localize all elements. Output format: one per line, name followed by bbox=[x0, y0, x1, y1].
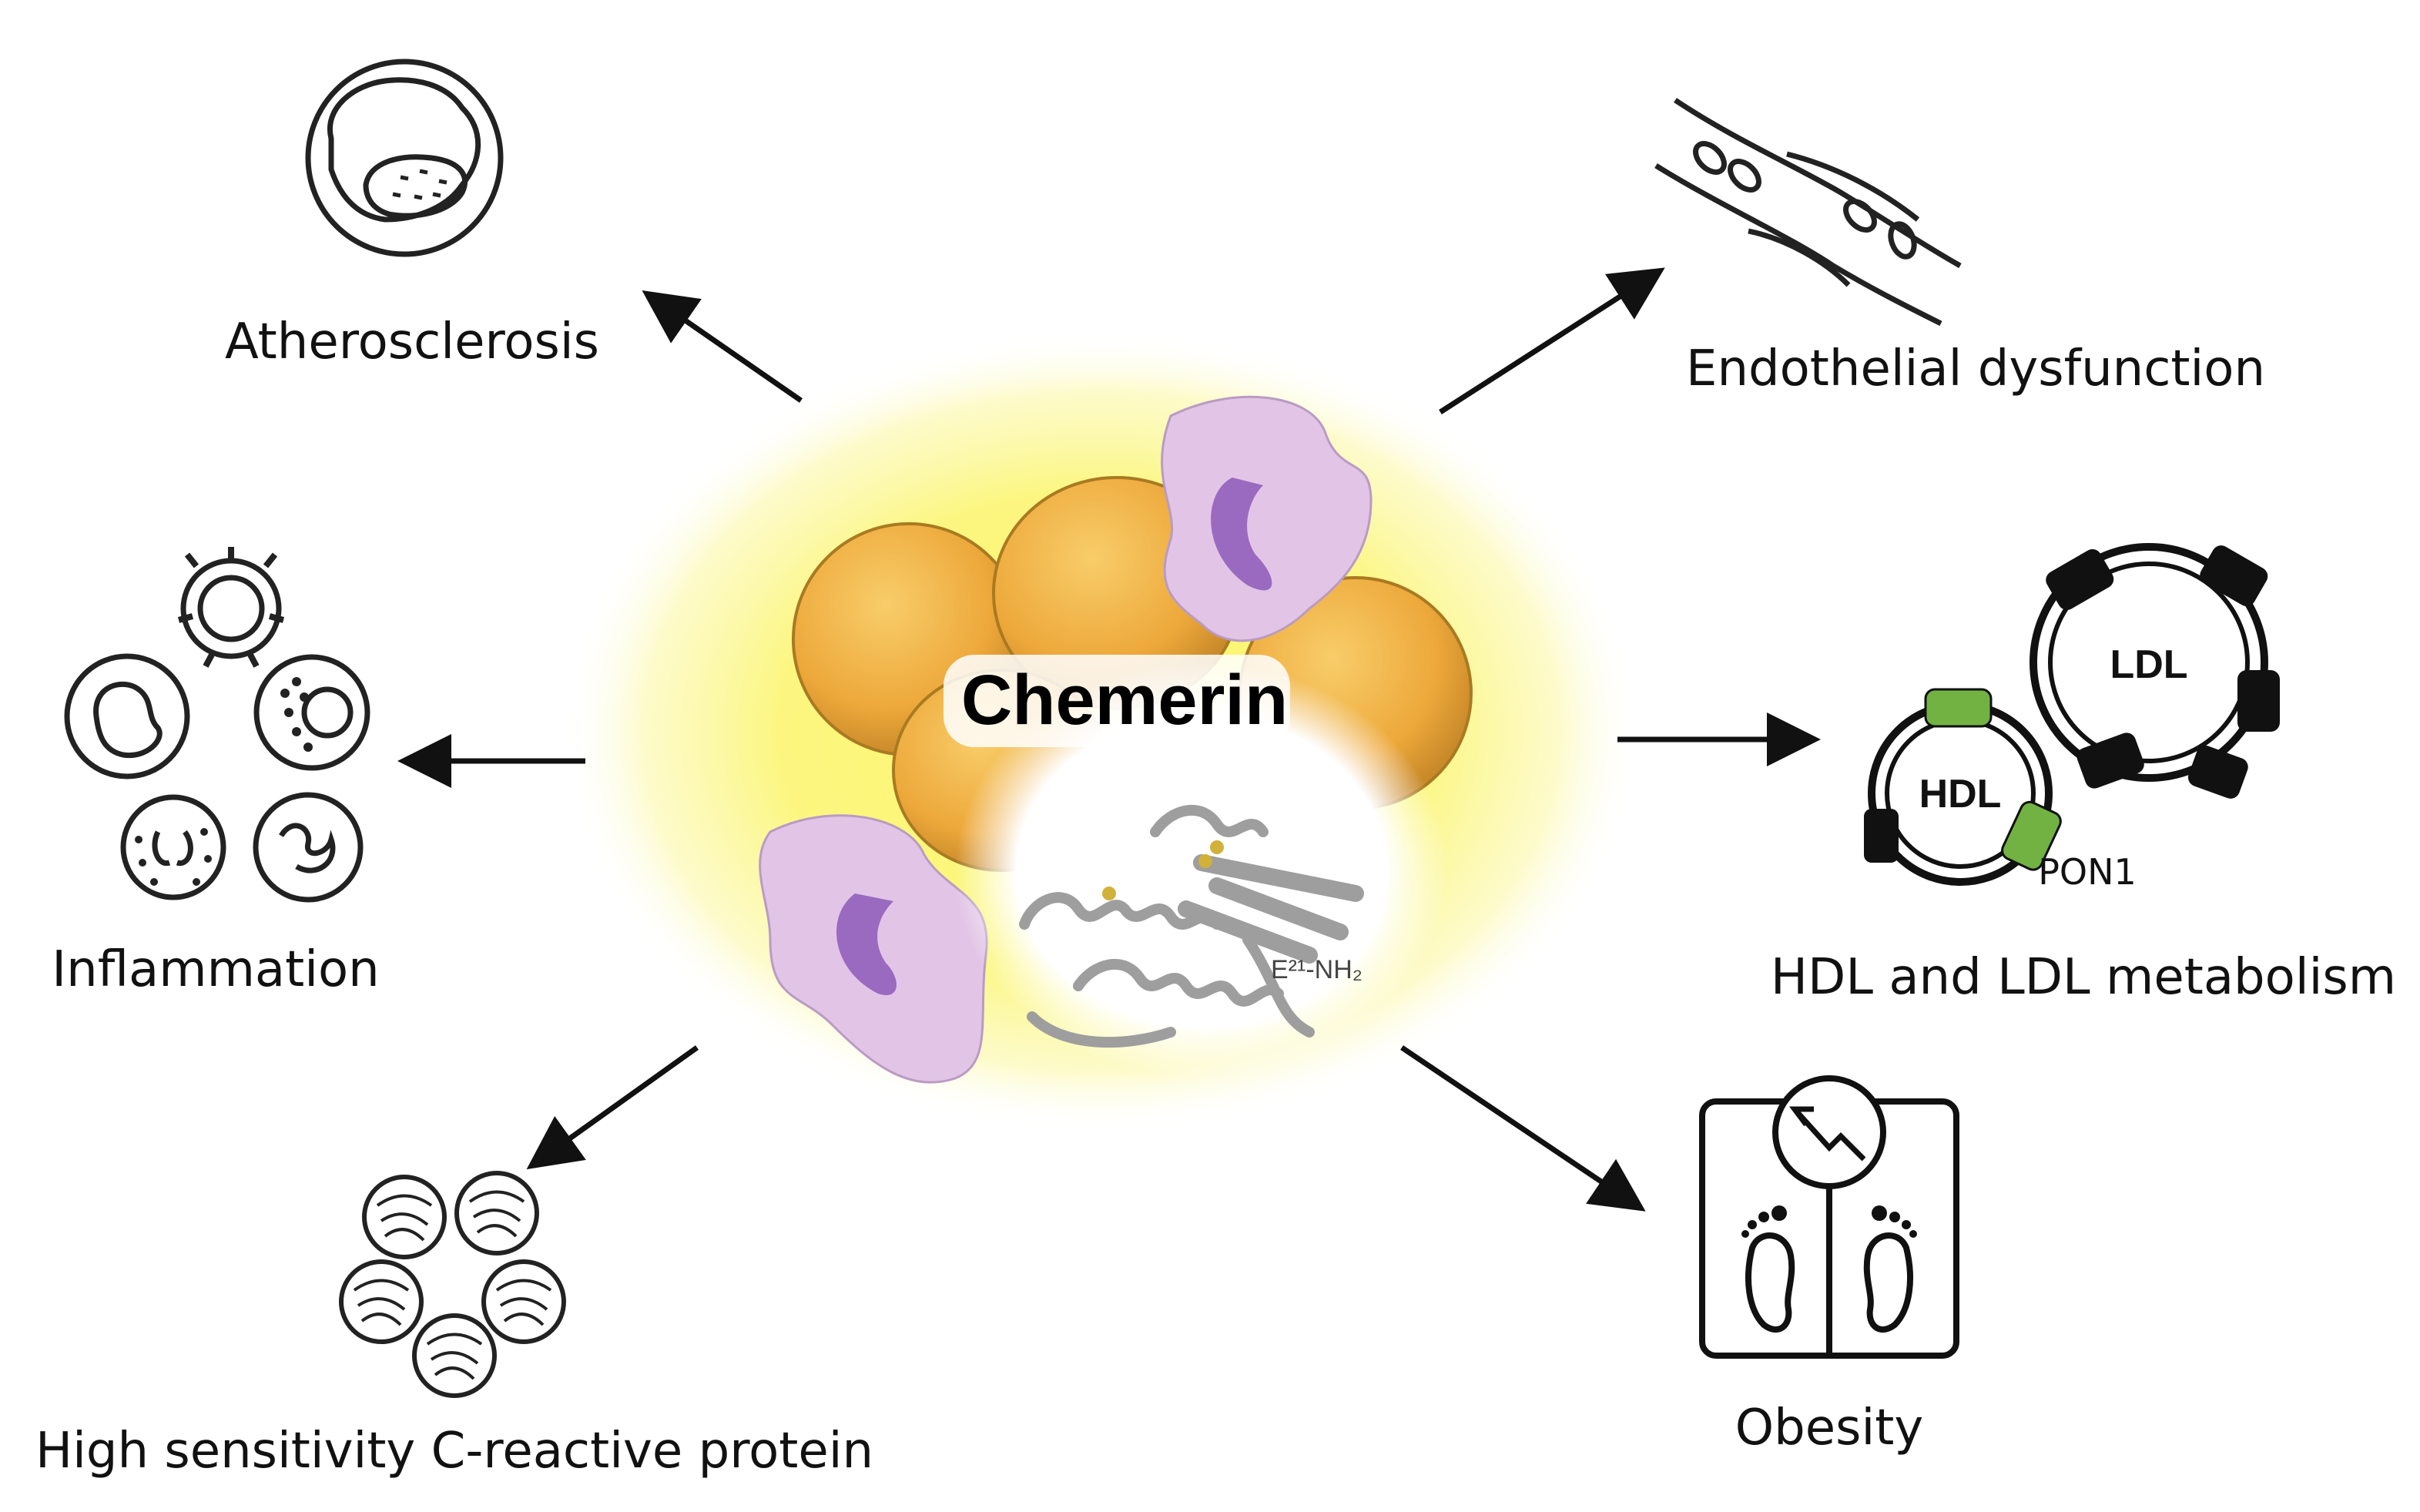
center-title: Chemerin bbox=[961, 661, 1288, 739]
right-foot-icon bbox=[1863, 1232, 1913, 1333]
arrow-to-atherosclerosis bbox=[642, 290, 803, 403]
label-endothelial: Endothelial dysfunction bbox=[1686, 340, 2265, 397]
arrows bbox=[397, 267, 1821, 1212]
left-foot-icon bbox=[1745, 1232, 1795, 1333]
ldl-particle bbox=[2030, 543, 2268, 782]
ldl-label: LDL bbox=[2110, 642, 2187, 687]
pon1-label: PON1 bbox=[2038, 851, 2137, 893]
arrow-to-obesity bbox=[1400, 1045, 1646, 1212]
label-atherosclerosis: Atherosclerosis bbox=[225, 313, 599, 370]
arrow-to-hscrp bbox=[526, 1045, 699, 1170]
weight-scale-icon bbox=[1699, 1075, 1959, 1359]
arrow-to-endothelial bbox=[1439, 267, 1665, 414]
title-backdrop bbox=[944, 655, 1290, 747]
c-reactive-protein-icon bbox=[339, 1171, 566, 1398]
label-obesity: Obesity bbox=[1735, 1400, 1923, 1457]
disulfide-bond-1 bbox=[1210, 840, 1224, 854]
residue-label: E²¹-NH₂ bbox=[1271, 955, 1363, 984]
lipoprotein-icon: LDL HDL PON1 bbox=[1864, 543, 2280, 893]
label-hscrp: High sensitivity C-reactive protein bbox=[35, 1423, 873, 1480]
apoa1-block bbox=[1924, 688, 1993, 728]
disulfide-bond-2 bbox=[1198, 854, 1212, 868]
chemerin-protein-structure bbox=[1019, 805, 1364, 1048]
pon1-block bbox=[2001, 800, 2062, 871]
macrophage-cell-top bbox=[1161, 395, 1373, 642]
blood-vessel-icon bbox=[1654, 98, 1962, 327]
atherosclerosis-icon bbox=[305, 59, 504, 257]
macrophage-cell-bottom bbox=[759, 814, 988, 1084]
label-lipids: HDL and LDL metabolism bbox=[1771, 949, 2396, 1006]
trend-up-arrow-icon bbox=[1789, 1106, 1866, 1162]
label-inflammation: Inflammation bbox=[52, 941, 379, 998]
disulfide-bond-3 bbox=[1102, 887, 1116, 900]
apolipoprotein-b-blocks bbox=[2046, 545, 2280, 799]
hdl-label: HDL bbox=[1919, 772, 2002, 816]
immune-cells-icon bbox=[64, 547, 370, 903]
center-chemerin-illustration: E²¹-NH₂ Chemerin bbox=[562, 331, 1641, 1132]
